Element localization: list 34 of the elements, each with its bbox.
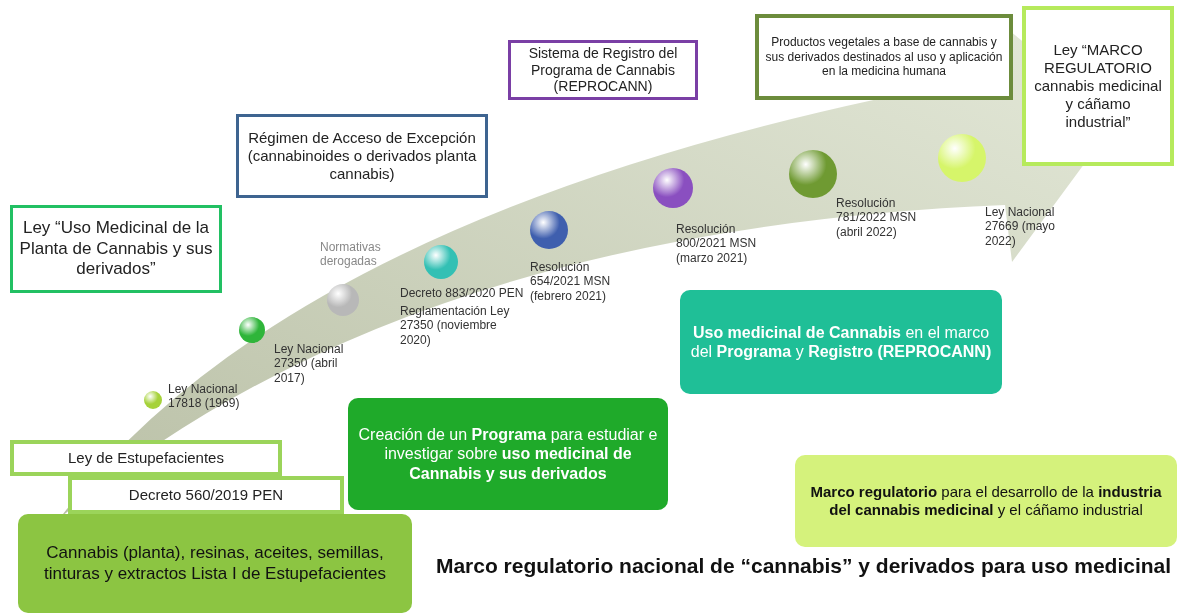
diagram-title: Marco regulatorio nacional de “cannabis” y derivados para uso medicinal xyxy=(434,553,1173,579)
highlight-panel xyxy=(18,514,412,613)
box-text: Uso medicinal de Cannabis en el marco del Programa y Registro (REPROCANN) xyxy=(689,322,993,362)
box-text: Productos vegetales a base de cannabis y sus derivados destinados al uso y aplicación en la medicina humana xyxy=(765,35,1003,79)
milestone-sphere xyxy=(144,391,162,409)
box-text: Marco regulatorio para el desarrollo de la industria del cannabis medicinal y el cáñamo industrial xyxy=(809,483,1163,519)
box-text: Decreto 560/2019 PEN xyxy=(128,486,284,504)
milestone-label: Resolución 654/2021 MSN (febrero 2021) xyxy=(530,260,612,304)
law-box xyxy=(755,14,1013,100)
milestone-label: Reglamentación Ley 27350 (noviembre 2020) xyxy=(400,304,510,348)
milestone-label: Ley Nacional 17818 (1969) xyxy=(168,382,241,411)
milestone-label: Normativas derogadas xyxy=(320,240,382,269)
milestone-label: Ley Nacional 27350 (abril 2017) xyxy=(274,342,345,386)
box-text: Creación de un Programa para estudiar e investigar sobre uso medicinal de Cannabis y sus derivados xyxy=(357,425,659,483)
box-text: Sistema de Registro del Programa de Cannabis (REPROCANN) xyxy=(527,44,679,96)
milestone-label: Decreto 883/2020 PEN xyxy=(400,286,525,301)
law-box xyxy=(1022,6,1174,166)
law-box xyxy=(10,205,222,293)
law-box xyxy=(236,114,488,198)
law-box xyxy=(10,440,282,476)
highlight-panel xyxy=(348,398,668,510)
law-box xyxy=(68,476,344,514)
highlight-panel xyxy=(795,455,1177,547)
box-text: Régimen de Acceso de Excepción (cannabinoides o derivados planta cannabis) xyxy=(246,129,478,183)
milestone-label: Ley Nacional 27669 (mayo 2022) xyxy=(985,205,1057,249)
box-text: Cannabis (planta), resinas, aceites, semillas, tinturas y extractos Lista I de Estupefacientes xyxy=(42,543,388,584)
milestone-sphere xyxy=(239,317,265,343)
law-box xyxy=(508,40,698,100)
milestone-label: Resolución 781/2022 MSN (abril 2022) xyxy=(836,196,918,240)
highlight-panel xyxy=(680,290,1002,394)
box-text: Ley “Uso Medicinal de la Planta de Cannabis y sus derivados” xyxy=(19,218,213,280)
box-text: Ley “MARCO REGULATORIO cannabis medicinal y cáñamo industrial” xyxy=(1033,41,1163,131)
milestone-label: Resolución 800/2021 MSN (marzo 2021) xyxy=(676,222,758,266)
box-text: Ley de Estupefacientes xyxy=(68,449,224,467)
